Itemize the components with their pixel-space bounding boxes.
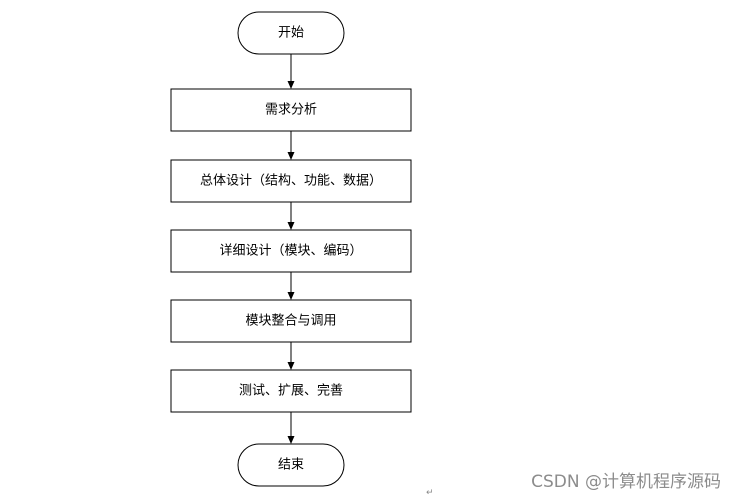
node-label-analysis: 需求分析	[265, 103, 317, 118]
node-label-detail: 详细设计（模块、编码）	[219, 244, 362, 259]
node-overall: 总体设计（结构、功能、数据）	[170, 159, 412, 203]
edge-analysis-to-overall	[287, 131, 295, 160]
arrowhead-icon	[287, 152, 295, 160]
node-label-end: 结束	[278, 458, 304, 473]
arrowhead-icon	[287, 81, 295, 89]
edge-integrate-to-test	[287, 342, 295, 370]
edge-start-to-analysis	[287, 54, 295, 89]
edge-test-to-end	[287, 412, 295, 444]
edge-detail-to-integrate	[287, 272, 295, 300]
edges-layer	[287, 54, 295, 444]
arrowhead-icon	[287, 292, 295, 300]
node-detail: 详细设计（模块、编码）	[170, 229, 412, 273]
process-box-test	[170, 369, 412, 413]
process-box-detail	[170, 229, 412, 273]
node-label-test: 测试、扩展、完善	[239, 383, 343, 399]
node-start: 开始	[237, 11, 345, 55]
paragraph-return-mark: ↵	[426, 488, 434, 498]
process-box-integrate	[170, 299, 412, 343]
node-label-overall: 总体设计（结构、功能、数据）	[200, 174, 382, 189]
node-end: 结束	[237, 443, 345, 487]
terminal-shape-end	[237, 443, 345, 487]
edge-overall-to-detail	[287, 202, 295, 230]
watermark-text: CSDN @计算机程序源码	[531, 472, 721, 492]
process-box-overall	[170, 159, 412, 203]
arrowhead-icon	[287, 222, 295, 230]
node-label-start: 开始	[278, 26, 304, 41]
node-test: 测试、扩展、完善	[170, 369, 412, 413]
node-label-integrate: 模块整合与调用	[245, 314, 336, 329]
arrowhead-icon	[287, 362, 295, 370]
node-analysis: 需求分析	[170, 88, 412, 132]
process-box-analysis	[170, 88, 412, 132]
arrowhead-icon	[287, 436, 295, 444]
terminal-shape-start	[237, 11, 345, 55]
node-integrate: 模块整合与调用	[170, 299, 412, 343]
